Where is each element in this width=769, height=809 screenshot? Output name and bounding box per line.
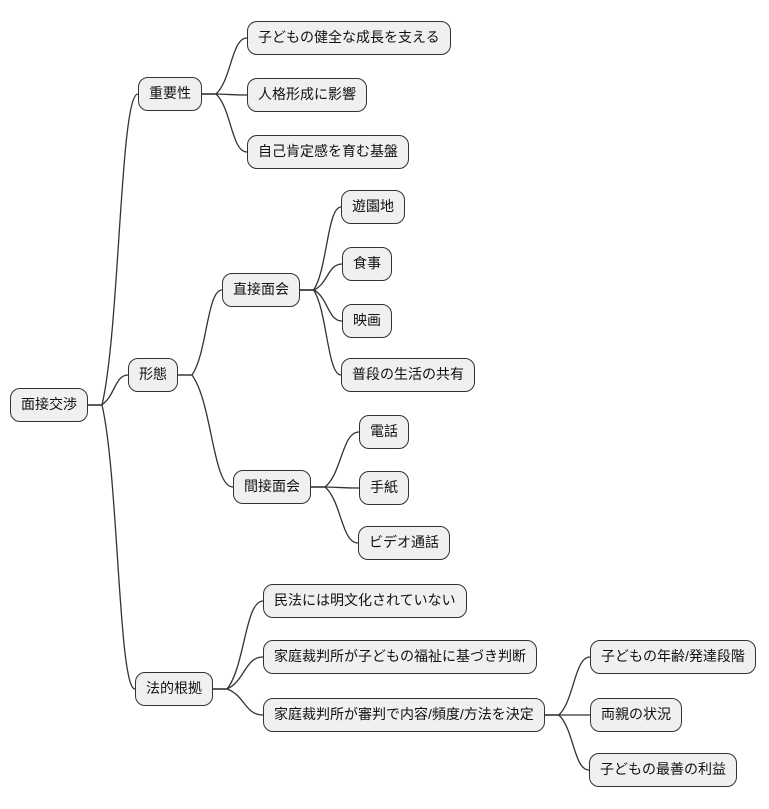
node-child-best-interest[interactable]: 子どもの最善の利益 xyxy=(589,753,737,787)
node-family-court-welfare-judgment[interactable]: 家庭裁判所が子どもの福祉に基づき判断 xyxy=(263,640,537,674)
node-child-age-development[interactable]: 子どもの年齢/発達段階 xyxy=(590,640,756,674)
node-direct-meeting[interactable]: 直接面会 xyxy=(222,273,300,307)
node-form[interactable]: 形態 xyxy=(128,358,178,392)
node-letter[interactable]: 手紙 xyxy=(359,471,409,505)
node-phone[interactable]: 電話 xyxy=(359,415,409,449)
node-meal[interactable]: 食事 xyxy=(342,247,392,281)
node-video-call[interactable]: ビデオ通話 xyxy=(358,526,450,560)
node-parents-situation[interactable]: 両親の状況 xyxy=(590,698,682,732)
node-daily-life-sharing[interactable]: 普段の生活の共有 xyxy=(341,358,475,392)
node-self-esteem[interactable]: 自己肯定感を育む基盤 xyxy=(247,135,409,169)
node-indirect-meeting[interactable]: 間接面会 xyxy=(233,470,311,504)
node-amusement-park[interactable]: 遊園地 xyxy=(341,190,405,224)
node-legal-basis[interactable]: 法的根拠 xyxy=(135,672,213,706)
node-importance[interactable]: 重要性 xyxy=(138,77,202,111)
node-personality-formation[interactable]: 人格形成に影響 xyxy=(247,78,367,112)
node-not-codified-in-civil-law[interactable]: 民法には明文化されていない xyxy=(263,584,467,618)
node-healthy-growth[interactable]: 子どもの健全な成長を支える xyxy=(247,21,451,55)
node-family-court-decides-details[interactable]: 家庭裁判所が審判で内容/頻度/方法を決定 xyxy=(263,698,545,732)
node-mensetsu-kousho[interactable]: 面接交渉 xyxy=(10,388,88,422)
node-movie[interactable]: 映画 xyxy=(342,304,392,338)
